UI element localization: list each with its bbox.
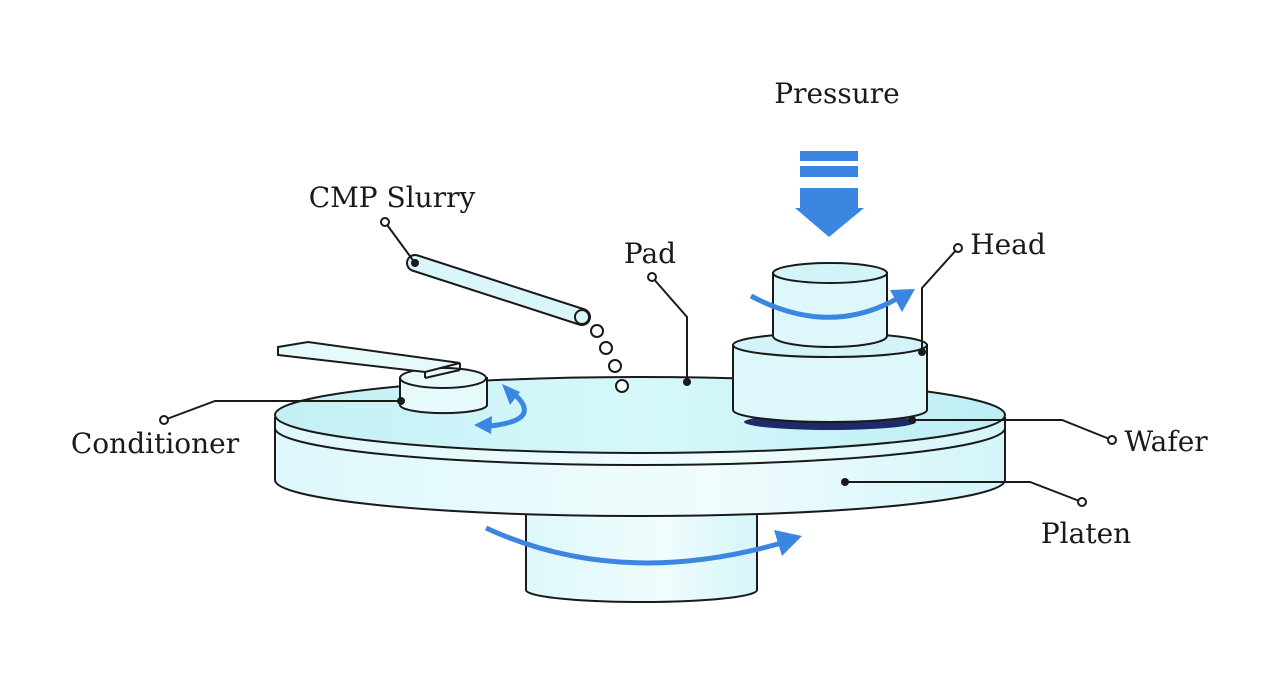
pressure-arrow-icon	[795, 151, 864, 237]
label-pad: Pad	[624, 237, 676, 270]
spindle	[525, 494, 758, 604]
label-platen: Platen	[1041, 517, 1131, 550]
conditioner-rotation-arrow-icon	[474, 384, 527, 434]
slurry-tube	[406, 254, 591, 326]
label-conditioner: Conditioner	[71, 427, 240, 460]
label-head: Head	[970, 228, 1046, 261]
label-pressure: Pressure	[774, 77, 900, 110]
conditioner	[277, 340, 488, 415]
label-wafer: Wafer	[1124, 425, 1208, 458]
platen-rotation-arrow-icon	[484, 525, 802, 566]
leader-lines	[159, 217, 1117, 507]
label-cmp-slurry: CMP Slurry	[309, 181, 476, 214]
head-rotation-arrow-icon	[749, 289, 915, 320]
head	[732, 262, 928, 423]
slurry-drops	[590, 324, 629, 393]
